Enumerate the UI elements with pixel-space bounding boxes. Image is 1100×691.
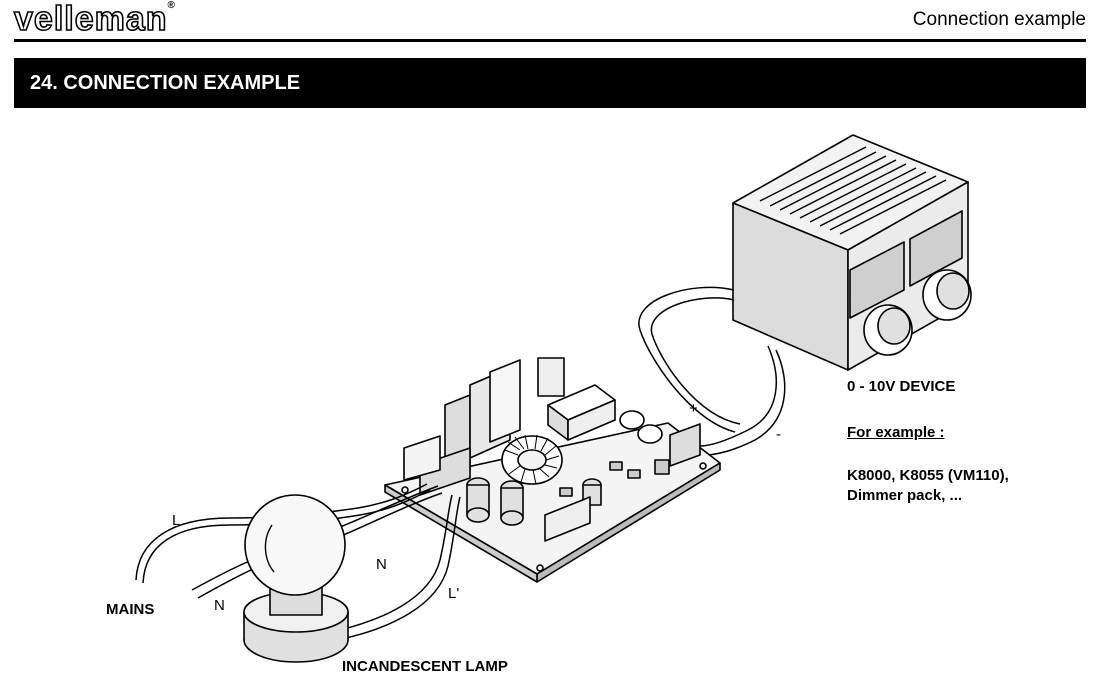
device-cables	[638, 286, 786, 456]
section-title: 24. CONNECTION EXAMPLE	[30, 71, 301, 94]
header-rule	[14, 39, 1086, 42]
wire-l-label: L	[172, 512, 181, 529]
circuit-board	[384, 357, 721, 583]
example-line-2: Dimmer pack, ...	[847, 487, 963, 504]
wire-n-mains-label: N	[214, 597, 225, 614]
for-example-heading: For example :	[847, 424, 945, 441]
page-header-label: Connection example	[912, 9, 1086, 30]
incandescent-lamp	[243, 494, 349, 663]
wire-n-lamp-label: N	[376, 556, 387, 573]
wire-l-prime-label: L'	[448, 585, 460, 602]
section-title-bar: 24. CONNECTION EXAMPLE	[14, 58, 1086, 108]
velleman-logo: velleman®	[13, 0, 176, 39]
mains-label: MAINS	[106, 601, 155, 618]
lamp-label: INCANDESCENT LAMP	[342, 658, 508, 675]
device-title: 0 - 10V DEVICE	[847, 378, 956, 395]
example-line-1: K8000, K8055 (VM110),	[847, 467, 1009, 484]
plus-terminal-label: +	[689, 400, 698, 417]
control-device	[732, 134, 972, 371]
minus-terminal-label: -	[776, 426, 781, 443]
